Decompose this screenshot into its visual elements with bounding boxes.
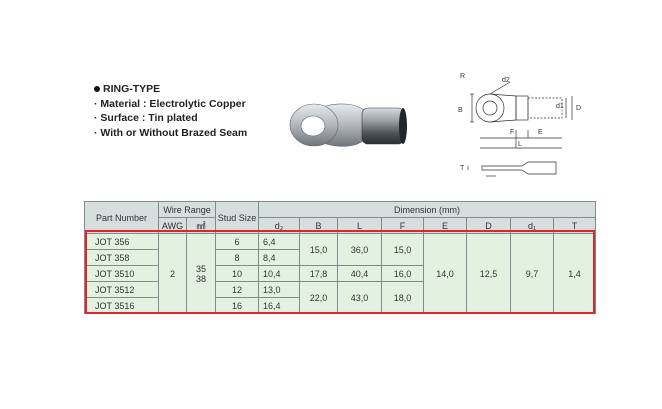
stud-cell: 6 [215, 233, 259, 250]
stud-cell: 16 [215, 297, 259, 314]
mm2-value: 38 [195, 273, 206, 284]
part-number-cell: JOT 3512 [84, 281, 159, 298]
ring-terminal-photo [289, 103, 407, 147]
d2-cell: 13,0 [258, 281, 300, 298]
feature-item: With or Without Brazed Seam [94, 126, 247, 141]
stud-cell: 10 [215, 265, 259, 282]
feature-item: Surface : Tin plated [94, 111, 247, 126]
header-part-number: Part Number [84, 201, 159, 234]
header-l: L [337, 217, 382, 234]
header-f: F [381, 217, 424, 234]
header-wire-range: Wire Range [158, 201, 216, 218]
technical-drawing: R d2 B d1 D F E L T [458, 73, 581, 177]
label-d: D [576, 105, 581, 112]
header-awg: AWG [158, 217, 187, 234]
mm2-cell: 35 38 [186, 233, 216, 314]
e-cell: 14,0 [423, 233, 467, 314]
header-d1: d₁ [510, 217, 554, 234]
table-row: JOT 3512 12 13,0 22,0 43,0 18,0 [84, 281, 596, 314]
bullet-icon [94, 86, 100, 93]
part-number-cell: JOT 358 [84, 249, 159, 266]
label-d1: d1 [556, 103, 564, 110]
label-f: F [510, 129, 514, 136]
mm2-value: 35 [195, 263, 206, 274]
label-t: T [460, 165, 465, 172]
l-cell: 40,4 [337, 265, 382, 282]
label-d2: d2 [502, 77, 510, 84]
f-cell: 16,0 [381, 265, 424, 282]
stud-cell: 12 [215, 281, 259, 298]
features-list: RING-TYPE Material : Electrolytic Copper… [94, 82, 247, 140]
stud-cell: 8 [215, 249, 259, 266]
t-cell: 1,4 [553, 233, 596, 314]
label-l: L [518, 141, 522, 148]
header-mm2: ㎟ [186, 217, 216, 234]
header-t: T [553, 217, 596, 234]
b-cell: 15,0 [299, 233, 338, 266]
l-cell: 36,0 [337, 233, 382, 266]
header-e: E [423, 217, 467, 234]
label-b: B [458, 107, 463, 114]
feature-item: Material : Electrolytic Copper [94, 97, 247, 112]
header-dimension: Dimension (mm) [258, 201, 596, 218]
l-cell: 43,0 [337, 281, 382, 314]
awg-cell: 2 [158, 233, 187, 314]
b-cell: 17,8 [299, 265, 338, 282]
part-number-cell: JOT 3516 [84, 297, 159, 314]
header-d: D [466, 217, 511, 234]
header-d2: d₂ [258, 217, 300, 234]
d2-cell: 8,4 [258, 249, 300, 266]
f-cell: 15,0 [381, 233, 424, 266]
table-row: JOT 3510 10 10,4 17,8 40,4 16,0 [84, 265, 596, 282]
d-cell: 12,5 [466, 233, 511, 314]
f-cell: 18,0 [381, 281, 424, 314]
part-number-cell: JOT 356 [84, 233, 159, 250]
d2-cell: 6,4 [258, 233, 300, 250]
part-number-cell: JOT 3510 [84, 265, 159, 282]
spec-table: Part Number Wire Range Stud Size Dimensi… [84, 201, 596, 314]
table-row: JOT 358 8 8,4 [84, 249, 596, 266]
d2-cell: 16,4 [258, 297, 300, 314]
features-title: RING-TYPE [103, 83, 161, 95]
label-e: E [538, 129, 543, 136]
header-b: B [299, 217, 338, 234]
d1-cell: 9,7 [510, 233, 554, 314]
label-r: R [460, 73, 465, 80]
d2-cell: 10,4 [258, 265, 300, 282]
b-cell: 22,0 [299, 281, 338, 314]
header-stud-size: Stud Size [215, 201, 259, 234]
features-title-row: RING-TYPE [94, 82, 247, 97]
table-row: JOT 356 2 35 38 6 6,4 15,0 36,0 15,0 14,… [84, 233, 596, 314]
